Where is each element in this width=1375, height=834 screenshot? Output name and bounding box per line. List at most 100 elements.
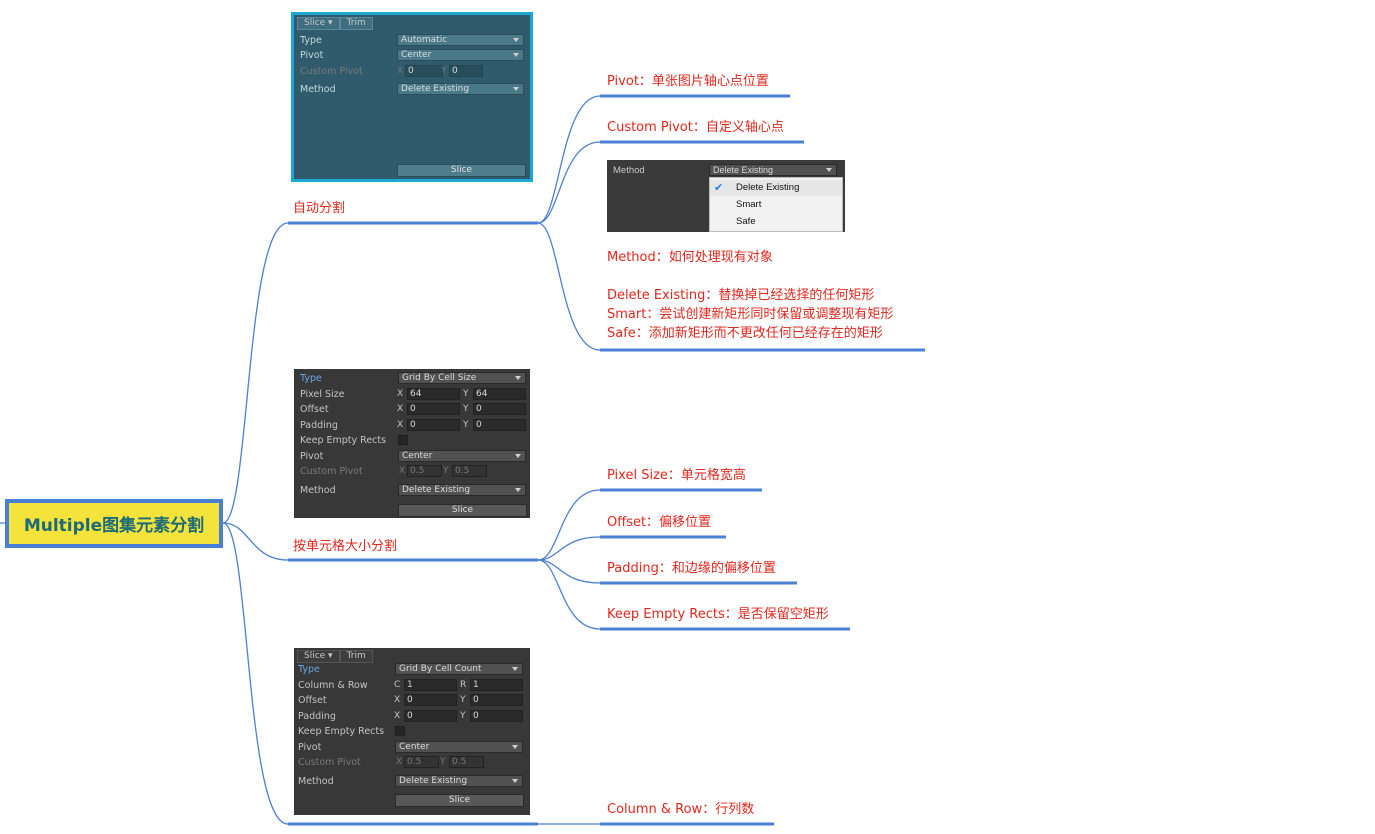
method-label: Method (613, 165, 645, 176)
leaf-line: Method：如何处理现有对象 (607, 250, 773, 265)
axis-label: C (394, 680, 401, 690)
offset-y-field[interactable]: 0 (470, 694, 523, 706)
row-label: Method (300, 84, 336, 95)
leaf-line: Smart：尝试创建新矩形同时保留或调整现有矩形 (607, 307, 894, 322)
leaf-offset[interactable]: Offset：偏移位置 (607, 515, 712, 530)
leaf-method[interactable]: Method：如何处理现有对象 Delete Existing：替换掉已经选择的… (607, 248, 893, 343)
method-dropdown[interactable]: Delete Existing (709, 164, 837, 176)
custom-pivot-y-field[interactable]: 0 (449, 65, 483, 77)
branch-label-auto[interactable]: 自动分割 (293, 201, 346, 216)
row-custom-pivot: Custom Pivot X 0.5 Y 0.5 (298, 756, 524, 770)
row-offset: Offset X 0 Y 0 (298, 694, 524, 708)
custom-pivot-x-field[interactable]: 0.5 (407, 465, 442, 477)
axis-label: X (397, 66, 404, 76)
connector-b2-leaf4 (537, 559, 601, 630)
connector-b1-leaf2 (537, 141, 601, 224)
offset-y-field[interactable]: 0 (473, 403, 526, 415)
menu-option-smart[interactable]: Smart (710, 197, 842, 213)
row-label: Pivot (300, 451, 324, 462)
custom-pivot-y-field[interactable]: 0.5 (452, 465, 487, 477)
keep-empty-rects-checkbox[interactable] (395, 726, 405, 736)
custom-pivot-x-field[interactable]: 0 (405, 65, 443, 77)
axis-label: Y (463, 404, 469, 414)
menu-option-delete-existing[interactable]: ✔ Delete Existing (710, 180, 842, 196)
column-field[interactable]: 1 (404, 679, 457, 691)
row-label: Custom Pivot (300, 466, 363, 477)
leaf-column-row[interactable]: Column & Row：行列数 (607, 802, 755, 817)
leaf-keep-empty-rects[interactable]: Keep Empty Rects：是否保留空矩形 (607, 607, 829, 622)
menu-option-label: Smart (736, 199, 762, 210)
keep-empty-rects-checkbox[interactable] (398, 435, 408, 445)
leaf-line (607, 267, 893, 286)
row-label: Offset (298, 695, 327, 706)
leaf-pixel-size[interactable]: Pixel Size：单元格宽高 (607, 468, 746, 483)
padding-x-field[interactable]: 0 (407, 419, 460, 431)
row-label: Type (300, 35, 322, 46)
row-type: Type Grid By Cell Count (298, 663, 524, 677)
type-dropdown[interactable]: Automatic (397, 34, 524, 46)
row-label: Pivot (298, 742, 322, 753)
tab-trim[interactable]: Trim (339, 17, 373, 30)
row-custom-pivot: Custom Pivot X 0 Y 0 (300, 65, 524, 79)
slice-button[interactable]: Slice (395, 794, 524, 807)
connector-b1-leaf1 (537, 95, 601, 224)
root-title: Multiple图集元素分割 (23, 516, 205, 536)
row-label: Keep Empty Rects (300, 435, 387, 446)
axis-label: X (397, 404, 404, 414)
padding-y-field[interactable]: 0 (473, 419, 526, 431)
row-column-row: Column & Row C 1 R 1 (298, 679, 524, 693)
pivot-dropdown[interactable]: Center (398, 450, 526, 462)
row-label: Custom Pivot (298, 757, 361, 768)
type-dropdown[interactable]: Grid By Cell Size (398, 372, 526, 384)
row-type: Type Grid By Cell Size (300, 372, 526, 386)
row-method: Method Delete Existing (300, 484, 526, 498)
slice-button[interactable]: Slice (398, 504, 527, 517)
tab-slice[interactable]: Slice ▾ (297, 17, 340, 30)
row-pivot: Pivot Center (300, 450, 526, 464)
leaf-line: Delete Existing：替换掉已经选择的任何矩形 (607, 288, 875, 303)
pivot-dropdown[interactable]: Center (395, 741, 523, 753)
tab-trim[interactable]: Trim (339, 650, 373, 663)
leaf-line: Safe：添加新矩形而不更改任何已经存在的矩形 (607, 326, 883, 341)
row-label: Type (298, 664, 320, 675)
pivot-dropdown[interactable]: Center (397, 49, 524, 61)
leaf-pivot[interactable]: Pivot：单张图片轴心点位置 (607, 74, 769, 89)
root-topic[interactable]: Multiple图集元素分割 (5, 499, 223, 548)
row-label: Method (300, 485, 336, 496)
padding-x-field[interactable]: 0 (404, 710, 457, 722)
axis-label: X (399, 466, 406, 476)
row-offset: Offset X 0 Y 0 (300, 403, 526, 417)
row-field[interactable]: 1 (470, 679, 523, 691)
row-method: Method Delete Existing (298, 775, 524, 789)
axis-label: R (460, 680, 467, 690)
axis-label: Y (443, 466, 449, 476)
type-dropdown[interactable]: Grid By Cell Count (395, 663, 523, 675)
axis-label: X (397, 420, 404, 430)
menu-option-label: Delete Existing (736, 182, 800, 193)
padding-y-field[interactable]: 0 (470, 710, 523, 722)
method-dropdown[interactable]: Delete Existing (398, 484, 526, 496)
row-label: Keep Empty Rects (298, 726, 385, 737)
row-pixel-size: Pixel Size X 64 Y 64 (300, 388, 526, 402)
slice-panel-cell-count: Slice ▾ Trim Type Grid By Cell Count Col… (294, 648, 530, 815)
connector-root-branch2 (222, 522, 289, 561)
branch-label-cell-size[interactable]: 按单元格大小分割 (293, 539, 398, 554)
row-label: Method (298, 776, 334, 787)
custom-pivot-y-field[interactable]: 0.5 (449, 756, 484, 768)
row-label: Padding (300, 420, 338, 431)
menu-option-safe[interactable]: Safe (710, 214, 842, 230)
method-dropdown[interactable]: Delete Existing (397, 83, 524, 95)
tab-slice[interactable]: Slice ▾ (297, 650, 340, 663)
custom-pivot-x-field[interactable]: 0.5 (404, 756, 439, 768)
leaf-custom-pivot[interactable]: Custom Pivot：自定义轴心点 (607, 120, 784, 135)
leaf-padding[interactable]: Padding：和边缘的偏移位置 (607, 561, 776, 576)
offset-x-field[interactable]: 0 (404, 694, 457, 706)
axis-label: X (394, 695, 401, 705)
pixel-size-x-field[interactable]: 64 (407, 388, 460, 400)
connector-root-branch3 (222, 522, 289, 825)
offset-x-field[interactable]: 0 (407, 403, 460, 415)
pixel-size-y-field[interactable]: 64 (473, 388, 526, 400)
method-dropdown[interactable]: Delete Existing (395, 775, 523, 787)
slice-button[interactable]: Slice (397, 164, 526, 177)
row-label: Column & Row (298, 680, 368, 691)
